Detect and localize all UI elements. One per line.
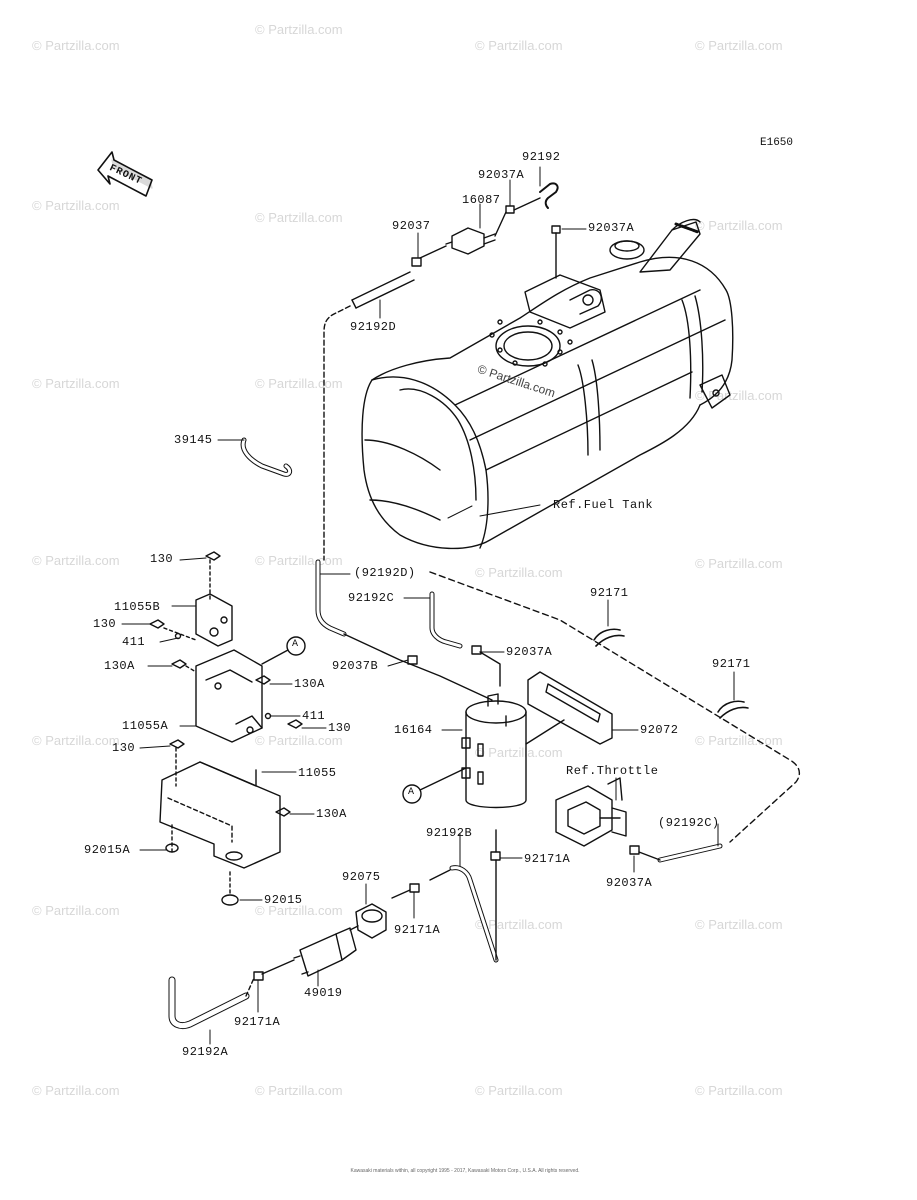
watermark: © Partzilla.com (32, 38, 120, 53)
canister-16164 (461, 671, 613, 809)
vent-fitting-group (323, 182, 561, 561)
part-label-130: 130 (112, 741, 136, 755)
watermark: © Partzilla.com (475, 565, 563, 580)
hose-lines (315, 559, 801, 863)
callout-A: A (408, 787, 415, 798)
throttle-body (555, 777, 627, 847)
watermark: © Partzilla.com (695, 218, 783, 233)
part-label-16087: 16087 (462, 193, 501, 207)
part-label-92192B: 92192B (426, 826, 473, 840)
callout-A: A (292, 639, 299, 650)
fuel-tank (361, 218, 734, 550)
part-label-92192D-paren: (92192D) (354, 566, 416, 580)
part-label-92015: 92015 (264, 893, 303, 907)
part-label-92037A-low: 92037A (606, 876, 653, 890)
part-label-92015A: 92015A (84, 843, 131, 857)
part-label-11055A: 11055A (122, 719, 169, 733)
part-label-92192: 92192 (522, 150, 561, 164)
watermark: © Partzilla.com (32, 376, 120, 391)
part-label-130A: 130A (104, 659, 135, 673)
leader-lines (121, 166, 735, 1045)
part-label-130: 130 (93, 617, 117, 631)
watermark: © Partzilla.com (32, 733, 120, 748)
watermark: © Partzilla.com (255, 210, 343, 225)
part-label-411: 411 (122, 635, 146, 649)
watermark: © Partzilla.com (695, 917, 783, 932)
clip-92171 (593, 628, 749, 719)
copyright-footer: Kawasaki materials within, all copyright… (350, 1168, 580, 1174)
watermark: © Partzilla.com (32, 553, 120, 568)
fuel-filter-49019 (253, 925, 359, 981)
watermark: © Partzilla.com (695, 38, 783, 53)
part-label-130: 130 (328, 721, 352, 735)
part-label-92192A: 92192A (182, 1045, 229, 1059)
watermark: © Partzilla.com (695, 556, 783, 571)
part-label-92171A: 92171A (524, 852, 571, 866)
ref-fuel-tank-label: Ref.Fuel Tank (553, 498, 654, 512)
watermark: © Partzilla.com (695, 388, 783, 403)
watermark: © Partzilla.com (255, 376, 343, 391)
part-label-92171A: 92171A (234, 1015, 281, 1029)
part-label-92037B: 92037B (332, 659, 379, 673)
watermark: © Partzilla.com (475, 917, 563, 932)
watermark: © Partzilla.com (475, 1083, 563, 1098)
part-label-92037: 92037 (392, 219, 431, 233)
watermark: © Partzilla.com (255, 553, 343, 568)
watermark: © Partzilla.com (255, 903, 343, 918)
part-label-49019: 49019 (304, 986, 343, 1000)
hose-39145 (240, 437, 293, 477)
part-label-92171: 92171 (590, 586, 629, 600)
part-label-92171: 92171 (712, 657, 751, 671)
part-label-92075: 92075 (342, 870, 381, 884)
part-label-11055B: 11055B (114, 600, 161, 614)
watermark: © Partzilla.com (255, 733, 343, 748)
part-label-92171A: 92171A (394, 923, 441, 937)
part-label-130A: 130A (294, 677, 325, 691)
diagram-code: E1650 (760, 137, 794, 149)
watermark: © Partzilla.com (255, 1083, 343, 1098)
front-arrow-icon (97, 151, 153, 197)
watermark: © Partzilla.com (255, 22, 343, 37)
watermark: © Partzilla.com (32, 198, 120, 213)
watermark: © Partzilla.com (695, 733, 783, 748)
part-label-92192C-paren: (92192C) (658, 816, 720, 830)
watermark: © Partzilla.com (695, 1083, 783, 1098)
part-label-16164: 16164 (394, 723, 433, 737)
watermark: © Partzilla.com (475, 745, 563, 760)
callout-circles (261, 636, 467, 804)
part-92075 (355, 903, 387, 939)
ref-throttle-label: Ref.Throttle (566, 764, 659, 778)
watermark: © Partzilla.com (32, 903, 120, 918)
part-label-92037A-mid: 92037A (506, 645, 553, 659)
part-label-92037A: 92037A (478, 168, 525, 182)
part-label-11055: 11055 (298, 766, 337, 780)
bracket-assembly (149, 551, 303, 906)
part-label-92037A-right: 92037A (588, 221, 635, 235)
part-label-411: 411 (302, 709, 326, 723)
part-label-39145: 39145 (174, 433, 213, 447)
part-label-130A: 130A (316, 807, 347, 821)
part-label-92192D: 92192D (350, 320, 397, 334)
part-label-130: 130 (150, 552, 174, 566)
hose-92192A (168, 976, 255, 1030)
watermark: © Partzilla.com (475, 38, 563, 53)
part-label-92192C: 92192C (348, 591, 395, 605)
part-label-92072: 92072 (640, 723, 679, 737)
hose-92192B (391, 829, 501, 963)
watermark: © Partzilla.com (32, 1083, 120, 1098)
